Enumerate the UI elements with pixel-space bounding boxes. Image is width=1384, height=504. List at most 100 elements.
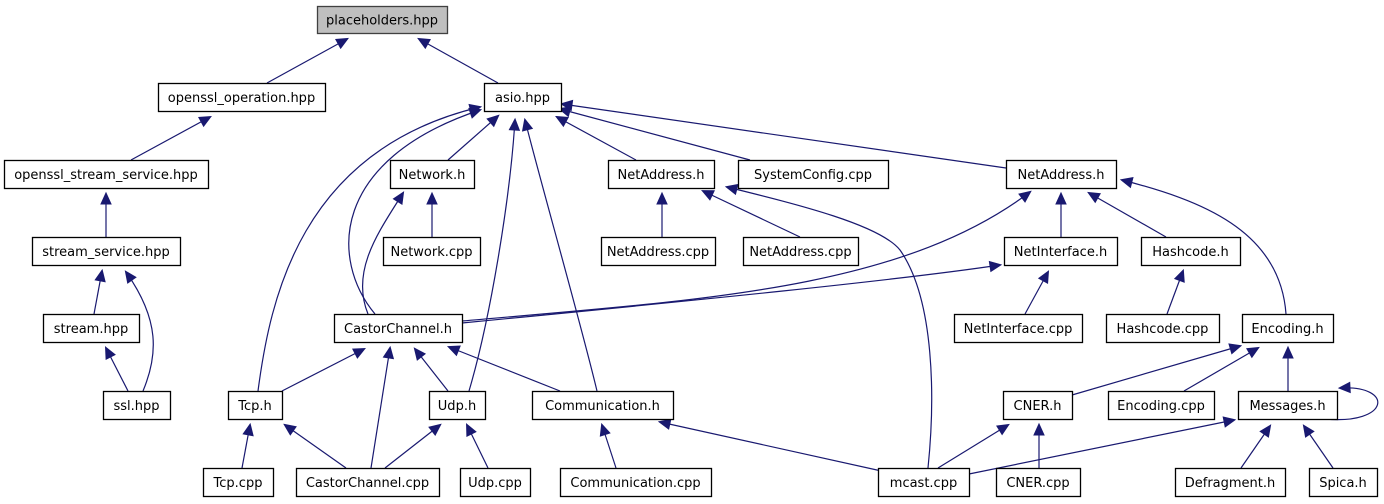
node-netaddress-h1[interactable]: NetAddress.h [607, 159, 716, 190]
edge-line [1121, 179, 1287, 315]
arrowhead-icon [94, 268, 106, 283]
node-spica-h[interactable]: Spica.h [1308, 467, 1379, 498]
edge-tcp_cpp-to-tcp_h [241, 422, 254, 469]
edge-line [362, 192, 404, 315]
edge-cner_h-to-encoding_h [1071, 343, 1243, 396]
edge-communication_h-to-asio [521, 117, 598, 392]
node-box [742, 236, 860, 267]
arrowhead-icon [392, 191, 405, 205]
node-label: Communication.h [545, 399, 660, 414]
node-castorchannel-h[interactable]: CastorChannel.h [333, 313, 464, 344]
edge-netaddress_h1-to-asio [555, 115, 637, 161]
node-communication-h[interactable]: Communication.h [531, 390, 675, 421]
node-label: Tcp.h [237, 399, 272, 414]
node-mcast-cpp[interactable]: mcast.cpp [877, 467, 971, 498]
node-label: placeholders.hpp [326, 14, 438, 29]
edge-line [468, 119, 516, 392]
edge-line [968, 419, 1235, 475]
node-box [31, 236, 182, 267]
arrowhead-icon [283, 423, 297, 436]
arrowhead-icon [1087, 191, 1101, 204]
node-netaddress-h2[interactable]: NetAddress.h [1005, 159, 1118, 190]
node-udp-h[interactable]: Udp.h [428, 390, 487, 421]
node-box [389, 159, 476, 190]
node-hashcode-h[interactable]: Hashcode.h [1140, 236, 1242, 267]
node-netinterface-cpp[interactable]: NetInterface.cpp [953, 313, 1084, 344]
node-cner-h[interactable]: CNER.h [1002, 390, 1074, 421]
edge-messages_h-to-encoding_h [1282, 345, 1294, 391]
edge-line [130, 116, 211, 161]
node-tcp-h[interactable]: Tcp.h [227, 390, 284, 421]
node-label: NetAddress.h [1018, 168, 1105, 183]
edge-encoding_cpp-to-encoding_h [1183, 346, 1260, 392]
edge-line [659, 421, 887, 473]
arrowhead-icon [428, 423, 442, 437]
node-stream-service[interactable]: stream_service.hpp [31, 236, 182, 267]
node-box [600, 236, 717, 267]
node-cner-cpp[interactable]: CNER.cpp [995, 467, 1082, 498]
node-encoding-cpp[interactable]: Encoding.cpp [1107, 390, 1216, 421]
node-netinterface-h[interactable]: NetInterface.h [1003, 236, 1119, 267]
node-asio[interactable]: asio.hpp [483, 82, 563, 113]
arrowhead-icon [1228, 343, 1243, 355]
edge-castorchannel_h-to-netaddress_h2 [461, 190, 1032, 322]
node-label: NetAddress.cpp [607, 245, 709, 260]
node-messages-h[interactable]: Messages.h [1237, 390, 1339, 421]
edge-castorchannel_h-to-netinterface_h [461, 260, 1003, 324]
arrowhead-icon [1222, 416, 1237, 428]
edge-netinterface_cpp-to-netinterface_h [1024, 270, 1050, 315]
node-hashcode-cpp[interactable]: Hashcode.cpp [1105, 313, 1221, 344]
node-label: NetAddress.cpp [749, 245, 851, 260]
edge-line [702, 190, 801, 238]
node-box [877, 467, 971, 498]
edge-ssl-to-stream [104, 346, 129, 392]
edge-line [384, 424, 441, 469]
node-placeholders[interactable]: placeholders.hpp [316, 5, 449, 35]
edge-hashcode_cpp-to-hashcode_h [1166, 268, 1185, 315]
node-castorchannel-cpp[interactable]: CastorChannel.cpp [295, 467, 441, 498]
node-label: openssl_stream_service.hpp [14, 168, 198, 183]
edge-castorchannel_h-to-asio [348, 107, 483, 315]
node-box [1107, 390, 1216, 421]
node-label: Communication.cpp [570, 476, 700, 491]
node-encoding-h[interactable]: Encoding.h [1241, 313, 1335, 344]
edge-tcp_h-to-castorchannel_h [281, 347, 366, 392]
edge-messages_h-to-messages_h [1324, 381, 1379, 421]
node-tcp-cpp[interactable]: Tcp.cpp [202, 467, 275, 498]
node-box [953, 313, 1084, 344]
edge-udp_h-to-asio [468, 117, 521, 392]
node-systemconfig-cpp[interactable]: SystemConfig.cpp [737, 159, 890, 190]
edge-defragment_h-to-messages_h [1240, 424, 1272, 469]
edge-netaddress_cpp1-to-netaddress_h1 [656, 191, 668, 237]
arrowhead-icon [486, 114, 500, 128]
arrowhead-icon [599, 422, 611, 437]
node-stream[interactable]: stream.hpp [42, 313, 141, 344]
node-box [227, 390, 284, 421]
node-box [1140, 236, 1242, 267]
node-ssl[interactable]: ssl.hpp [102, 390, 172, 421]
edge-udp_h-to-castorchannel_h [413, 347, 449, 392]
node-communication-cpp[interactable]: Communication.cpp [559, 467, 713, 498]
node-network-cpp[interactable]: Network.cpp [382, 236, 482, 267]
arrowhead-icon [1018, 190, 1032, 203]
arrowhead-icon [413, 347, 427, 361]
edge-line [418, 38, 499, 84]
edge-line [348, 109, 481, 315]
node-netaddress-cpp2[interactable]: NetAddress.cpp [742, 236, 860, 267]
node-defragment-h[interactable]: Defragment.h [1174, 467, 1287, 498]
node-box [295, 467, 441, 498]
node-udp-cpp[interactable]: Udp.cpp [459, 467, 532, 498]
edge-openssl_operation-to-placeholders [266, 37, 349, 84]
edge-stream_service-to-openssl_stream_service [100, 191, 112, 237]
node-netaddress-cpp1[interactable]: NetAddress.cpp [600, 236, 717, 267]
edge-udp_cpp-to-udp_h [466, 423, 489, 469]
edge-communication_cpp-to-communication_h [599, 422, 617, 469]
edge-line [937, 424, 1009, 469]
node-openssl-operation[interactable]: openssl_operation.hpp [157, 82, 327, 113]
node-box [1308, 467, 1379, 498]
node-label: NetAddress.h [618, 168, 705, 183]
node-openssl-stream-service[interactable]: openssl_stream_service.hpp [3, 159, 210, 190]
node-label: Encoding.cpp [1117, 399, 1205, 414]
node-network-h[interactable]: Network.h [389, 159, 476, 190]
arrowhead-icon [1259, 424, 1272, 438]
